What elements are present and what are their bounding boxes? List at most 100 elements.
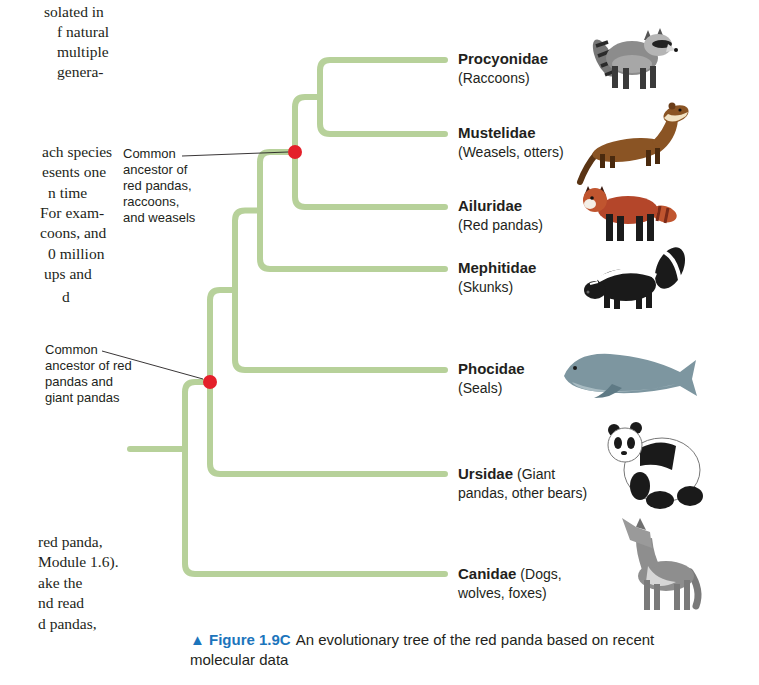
seal-picture [564,354,697,398]
weasel-picture [646,150,651,166]
taxon-name: Mustelidae [458,124,536,141]
text-block: For exam- [40,203,104,223]
giant-panda-picture [608,428,642,462]
text-block: coons, and [40,223,106,243]
text-block: multiple [57,42,109,62]
taxon-name: Canidae [458,565,516,582]
raccoon-picture [623,68,629,89]
body-text-fragment: ake the [38,574,82,591]
red-panda-picture [636,216,643,241]
body-text-fragment: genera- [57,63,103,80]
taxon-name: Mephitidae [458,259,536,276]
weasel-picture [664,112,688,122]
wolf-picture [636,518,646,530]
red-panda-picture [657,206,668,223]
seal-picture [573,366,577,370]
common-name: (Weasels, otters) [458,144,564,160]
body-text-fragment: coons, and [40,224,106,241]
text-block: f natural [57,22,109,42]
body-text-fragment: red panda, [38,533,103,550]
weasel-picture [661,102,691,126]
wolf-picture [684,580,690,610]
tree-branch [130,60,445,574]
body-text-fragment: Module 1.6). [38,553,119,570]
wolf-picture [644,580,650,610]
tree-branch [295,97,445,207]
giant-panda-picture [627,437,635,449]
wolf-picture [622,518,652,548]
tree-branch [260,152,445,269]
body-text-fragment: n time [48,184,87,201]
skunk-picture [636,294,642,309]
weasel-picture [669,103,676,110]
tree-branch [185,382,445,574]
common-name: (Seals) [458,380,502,396]
taxon-name: Ursidae [458,465,513,482]
giant-panda-picture [646,491,674,509]
weasel-picture [580,154,596,182]
text-block: Module 1.6). [38,552,119,572]
body-text-fragment: nd read [38,594,84,611]
text-block: ake the [38,573,82,593]
ancestor-dot [203,145,302,389]
taxon-name: Procyonidae [458,50,548,67]
skunk-picture [646,292,652,308]
text-block: Common ancestor of red pandas and giant … [45,342,137,406]
seal-picture [572,382,676,392]
text-block: (Raccoons) [458,69,530,87]
callout-text: Common ancestor of red pandas, raccoons,… [123,146,195,225]
giant-panda-picture [630,472,650,500]
body-text-fragment: d [62,288,70,305]
text-block: d pandas, [38,614,97,634]
taxon-name: Ailuridae [458,197,522,214]
skunk-picture [584,281,606,299]
body-text-fragment: esents one [42,163,106,180]
text-block: esents one [42,162,106,182]
raccoon-picture [596,42,608,46]
giant-panda-picture [621,451,627,455]
callout-text: Common ancestor of red pandas and giant … [45,342,132,405]
tree-branch [320,60,445,134]
text-block: (Seals) [458,379,502,397]
seal-picture [594,384,622,398]
red-panda-picture [647,214,654,241]
text-block: (Red pandas) [458,216,543,234]
taxon-name: Phocidae [458,360,525,377]
red-panda-picture [617,216,624,241]
figure-number: ▲ Figure 1.9C [190,631,291,648]
skunk-picture [587,291,590,294]
red-panda-picture [584,199,596,209]
text-block: genera- [57,62,103,82]
weasel-picture [600,154,605,168]
red-panda-picture [583,188,607,212]
raccoon-picture [650,66,656,88]
text-block: red panda, [38,532,103,552]
weasel-picture [678,108,681,111]
red-panda-picture [590,196,594,200]
body-text-fragment: f natural [57,23,109,40]
red-panda-picture [606,214,613,241]
leader-line [182,152,288,156]
body-text-fragment: For exam- [40,204,104,221]
text-block: Phocidae [458,360,525,378]
text-block: ach species [42,142,112,162]
tree-branch [210,290,445,474]
text-block: (Skunks) [458,278,513,296]
text-block: ups and [44,264,92,284]
body-text-fragment: ach species [42,143,112,160]
seal-picture [564,354,697,396]
wolf-picture [646,566,676,586]
text-block: Procyonidae [458,50,548,68]
text-block: 0 million [48,244,104,264]
skunk-picture [614,294,620,309]
red-panda-picture [583,186,679,241]
body-text-fragment: d pandas, [38,615,97,632]
text-block: solated in [44,2,104,22]
weasel-picture [580,102,691,182]
body-text-fragment: ups and [44,265,92,282]
common-name: (Skunks) [458,279,513,295]
wolf-picture [654,584,660,610]
body-text-fragment: solated in [44,3,104,20]
skunk-picture [598,271,656,280]
